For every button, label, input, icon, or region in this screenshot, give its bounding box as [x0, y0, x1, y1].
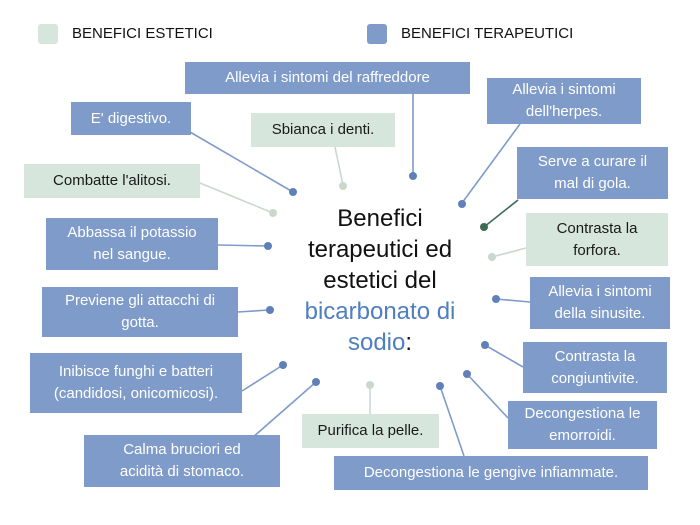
box-sinusite-line-2: della sinusite. — [554, 305, 646, 322]
connector-congiuntivite — [484, 344, 524, 368]
box-funghi-text: Inibisce funghi e batteri (candidosi, oni… — [54, 361, 218, 405]
box-funghi-line-2: (candidosi, onicomicosi). — [53, 385, 219, 402]
box-gotta-line-1: Previene gli attacchi di — [64, 292, 216, 309]
dot-raffreddore — [409, 172, 417, 180]
connector-gola — [483, 199, 519, 228]
connector-bruciori — [251, 381, 317, 439]
box-sinusite-line-1: Allevia i sintomi — [548, 283, 652, 300]
central-title-line-3: estetici del — [323, 267, 437, 294]
connector-herpes — [461, 123, 521, 204]
box-forfora-text: Contrasta la forfora. — [557, 218, 638, 262]
box-emorroidi-line-1: Decongestiona le — [524, 405, 641, 422]
box-bruciori: Calma bruciori ed acidità di stomaco. — [84, 435, 280, 487]
box-gengive-text: Decongestiona le gengive infiammate. — [363, 464, 619, 481]
box-gola-line-2: mal di gola. — [554, 175, 631, 192]
box-gola-text: Serve a curare il mal di gola. — [538, 151, 647, 195]
box-potassio-line-2: nel sangue. — [93, 246, 171, 263]
connector-emorroidi — [466, 373, 509, 419]
connector-gengive — [439, 385, 465, 457]
box-emorroidi-text: Decongestiona le emorroidi. — [525, 403, 641, 447]
dot-denti — [339, 182, 347, 190]
central-title-line-5: sodio: — [278, 327, 482, 358]
box-gola: Serve a curare il mal di gola. — [517, 147, 668, 199]
dot-herpes — [458, 200, 466, 208]
box-congiuntivite-line-1: Contrasta la — [554, 347, 636, 365]
box-congiuntivite: Contrasta la congiuntivite. — [523, 342, 667, 393]
box-alitosi-text: Combatte l'alitosi. — [53, 172, 171, 189]
box-emorroidi-line-2: emorroidi. — [549, 427, 616, 444]
box-digestivo-text: E' digestivo. — [90, 109, 172, 127]
box-herpes-line-2: dell'herpes. — [525, 103, 603, 120]
connector-gotta — [237, 309, 270, 313]
central-title: Benefici terapeutici ed estetici del bic… — [278, 203, 482, 358]
box-forfora-line-2: forfora. — [573, 241, 621, 259]
box-gotta: Previene gli attacchi di gotta. — [42, 287, 238, 337]
box-emorroidi: Decongestiona le emorroidi. — [508, 401, 657, 449]
central-title-highlight-1: bicarbonato di — [304, 298, 456, 325]
legend-swatch-estetici — [38, 24, 58, 44]
box-potassio: Abbassa il potassio nel sangue. — [46, 218, 218, 270]
legend-label-estetici: BENEFICI ESTETICI — [72, 25, 213, 42]
box-raffreddore: Allevia i sintomi del raffreddore — [185, 62, 470, 94]
box-herpes-line-1: Allevia i sintomi — [512, 81, 616, 98]
box-sinusite-text: Allevia i sintomi della sinusite. — [548, 281, 651, 325]
box-forfora: Contrasta la forfora. — [526, 213, 668, 266]
box-sinusite: Allevia i sintomi della sinusite. — [530, 277, 670, 329]
dot-gotta — [266, 306, 274, 314]
box-gengive: Decongestiona le gengive infiammate. — [334, 456, 648, 490]
dot-forfora — [488, 253, 496, 261]
box-potassio-text: Abbassa il potassio nel sangue. — [67, 222, 196, 266]
dot-sinusite — [492, 295, 500, 303]
box-potassio-line-1: Abbassa il potassio — [67, 224, 197, 241]
dot-gola — [480, 223, 488, 231]
box-congiuntivite-text: Contrasta la congiuntivite. — [551, 346, 639, 390]
dot-alitosi — [269, 209, 277, 217]
box-funghi: Inibisce funghi e batteri (candidosi, oni… — [30, 353, 242, 413]
box-congiuntivite-line-2: congiuntivite. — [551, 369, 639, 387]
central-title-line-1: Benefici — [337, 205, 423, 232]
box-gola-line-1: Serve a curare il — [537, 153, 648, 170]
legend-label-terapeutici: BENEFICI TERAPEUTICI — [401, 25, 574, 42]
box-forfora-line-1: Contrasta la — [556, 219, 638, 237]
box-alitosi: Combatte l'alitosi. — [24, 164, 200, 198]
central-title-highlight-2: sodio — [347, 329, 406, 356]
dot-congiuntivite — [481, 341, 489, 349]
box-pelle-text: Purifica la pelle. — [317, 422, 424, 439]
box-raffreddore-text: Allevia i sintomi del raffreddore — [225, 69, 430, 86]
box-gotta-text: Previene gli attacchi di gotta. — [65, 290, 215, 334]
box-denti: Sbianca i denti. — [251, 113, 395, 147]
dot-bruciori — [312, 378, 320, 386]
box-denti-text: Sbianca i denti. — [271, 121, 375, 138]
box-digestivo: E' digestivo. — [71, 102, 191, 135]
legend-swatch-terapeutici — [367, 24, 387, 44]
box-herpes: Allevia i sintomi dell'herpes. — [487, 78, 641, 124]
connector-alitosi — [199, 182, 274, 214]
dot-funghi — [279, 361, 287, 369]
box-herpes-text: Allevia i sintomi dell'herpes. — [512, 79, 615, 123]
box-bruciori-text: Calma bruciori ed acidità di stomaco. — [120, 439, 244, 483]
box-gotta-line-2: gotta. — [121, 314, 159, 331]
connector-forfora — [491, 247, 527, 258]
central-title-line-2: terapeutici ed — [307, 236, 453, 263]
connector-denti — [334, 146, 344, 186]
dot-emorroidi — [463, 370, 471, 378]
connector-potassio — [217, 244, 268, 247]
dot-gengive — [436, 382, 444, 390]
dot-digestivo — [289, 188, 297, 196]
dot-pelle — [366, 381, 374, 389]
box-bruciori-line-1: Calma bruciori ed — [123, 441, 241, 458]
connector-digestivo — [189, 131, 294, 193]
dot-potassio — [264, 242, 272, 250]
connector-sinusite — [495, 298, 531, 303]
central-title-colon: : — [405, 329, 413, 356]
box-funghi-line-1: Inibisce funghi e batteri — [58, 363, 214, 380]
box-pelle: Purifica la pelle. — [302, 414, 439, 448]
connector-funghi — [241, 364, 284, 392]
box-bruciori-line-2: acidità di stomaco. — [119, 463, 245, 480]
